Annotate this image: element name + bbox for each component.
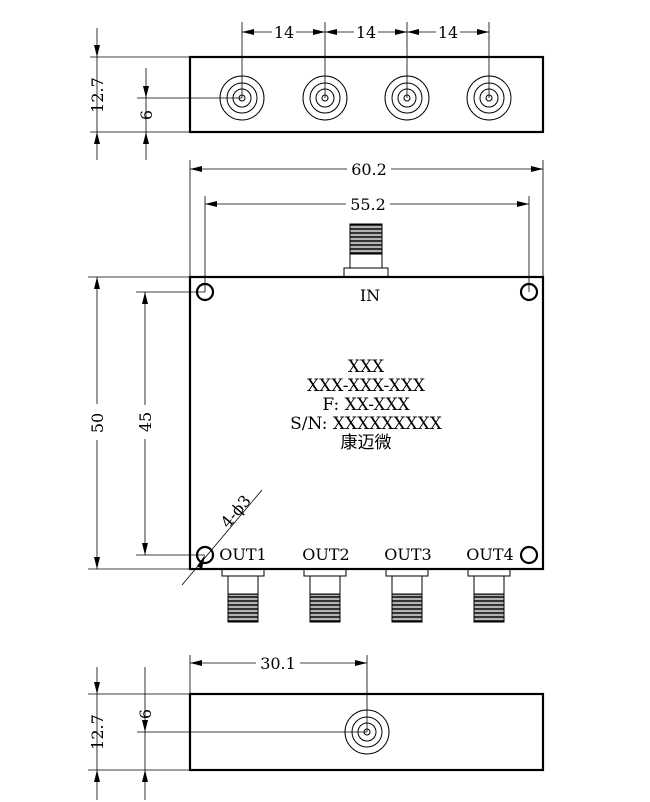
dim-pitch-3: 14	[438, 23, 458, 42]
dim-top-height: 12.7	[88, 77, 107, 113]
bottom-view: 30.1 12.7 6	[88, 654, 545, 800]
hole-callout: 4-ϕ3	[217, 491, 255, 531]
output-label-4: OUT4	[466, 545, 513, 564]
output-connector-4	[467, 568, 511, 623]
dim-top-center: 6	[137, 110, 156, 120]
dim-pitch-2: 14	[356, 23, 376, 42]
nameplate-line-5: 康迈微	[341, 433, 392, 453]
output-connector-2	[303, 568, 347, 623]
dim-bottom-height: 12.7	[88, 714, 107, 750]
output-connector-3	[385, 568, 429, 623]
dim-bottom-offset: 30.1	[260, 654, 296, 673]
dim-pitch-1: 14	[274, 23, 294, 42]
dim-total-width: 60.2	[351, 160, 387, 179]
main-view: IN OUT1 OUT2 OUT3 OUT4	[88, 160, 545, 623]
nameplate: XXX XXX-XXX-XXX F: XX-XXX S/N: XXXXXXXXX…	[290, 357, 443, 453]
input-label: IN	[360, 286, 380, 305]
input-connector	[343, 223, 389, 278]
mounting-hole-bottom-right	[519, 545, 539, 565]
top-view-body	[188, 55, 545, 134]
output-label-3: OUT3	[384, 545, 431, 564]
dim-hole-spacing-y: 45	[136, 412, 155, 432]
nameplate-line-3: F: XX-XXX	[322, 395, 410, 415]
top-view: 14 14 14 12.7 6	[88, 22, 545, 160]
dim-hole-spacing-x: 55.2	[350, 195, 386, 214]
output-label-1: OUT1	[219, 545, 266, 564]
nameplate-line-1: XXX	[348, 357, 385, 377]
output-label-2: OUT2	[302, 545, 349, 564]
dim-total-height: 50	[88, 413, 107, 433]
dim-bottom-center: 6	[136, 709, 155, 719]
output-connector-1	[221, 568, 265, 623]
nameplate-line-2: XXX-XXX-XXX	[307, 376, 426, 396]
nameplate-line-4: S/N: XXXXXXXXX	[290, 414, 443, 434]
